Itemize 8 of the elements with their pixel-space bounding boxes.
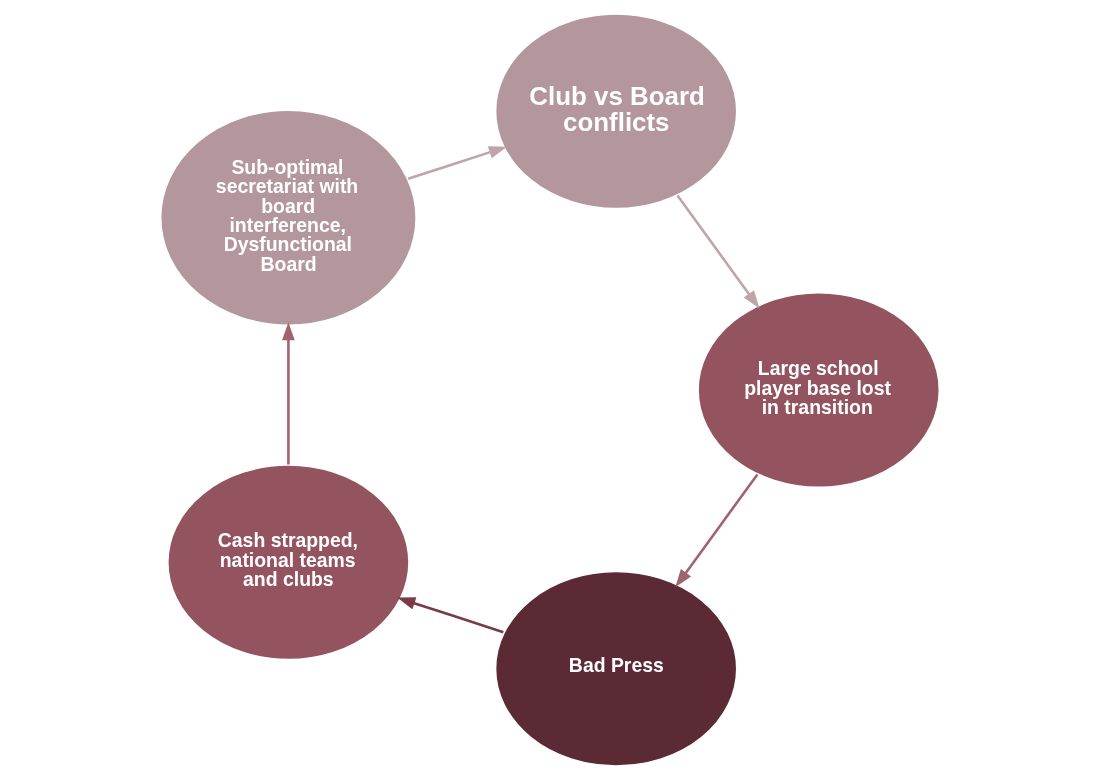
node-ellipse: Club vs Board conflicts (493, 12, 739, 211)
arrow (396, 597, 504, 634)
node-ellipse: Cash strapped, national teams and clubs (165, 463, 411, 662)
arrow (674, 473, 758, 588)
arrow (675, 194, 760, 309)
arrow (281, 322, 295, 465)
arrow (407, 146, 507, 181)
node-ellipse: Sub-optimal secretariat with board interference, Dysfunctional Board (158, 108, 418, 327)
